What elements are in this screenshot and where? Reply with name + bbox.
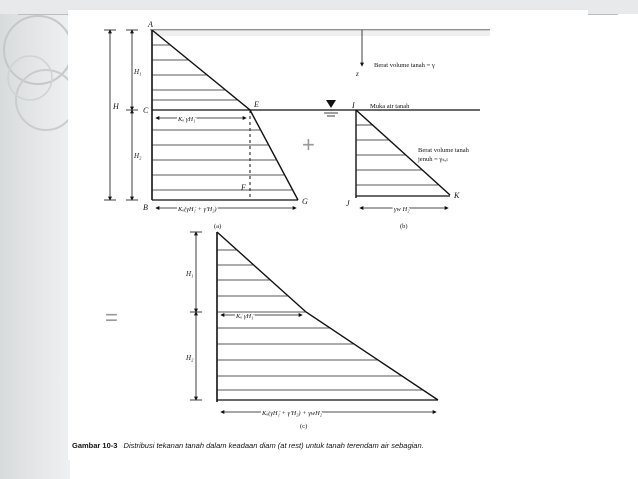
note-saturated-line1: Berat volume tanah <box>418 147 470 154</box>
slide-circle-decoration <box>3 15 70 131</box>
point-label-F: F <box>240 183 246 192</box>
dim-label-H: H <box>112 102 120 111</box>
subfig-label-a: (a) <box>214 223 221 230</box>
point-label-A: A <box>147 20 153 29</box>
point-label-G: G <box>302 197 308 206</box>
figure-caption: Gambar 10-3 Distribusi tekanan tanah dal… <box>72 441 424 450</box>
operator-equals: = <box>105 305 118 330</box>
pressure-label-a-base: Kₒ(γH₁ + γ'H₂) <box>177 206 217 213</box>
figure-a: A C B E F G H H₁ H₂ z Kₒ γH₁ Kₒ(γH₁ + γ'… <box>104 20 490 230</box>
slide-background-left <box>0 0 70 479</box>
point-label-J: J <box>346 199 350 208</box>
pressure-label-a-mid: Kₒ γH₁ <box>177 116 195 123</box>
note-water-table: Muka air tanah <box>370 103 410 110</box>
point-label-I: I <box>351 101 355 110</box>
point-label-E: E <box>253 100 259 109</box>
dim-label-z: z <box>355 70 359 78</box>
note-unit-weight-dry: Berat volume tanah = γ <box>374 62 435 69</box>
earth-pressure-figure: A C B E F G H H₁ H₂ z Kₒ γH₁ Kₒ(γH₁ + γ'… <box>72 20 490 450</box>
dim-label-H1: H₁ <box>133 68 142 76</box>
operator-plus: + <box>302 132 315 157</box>
figure-b: I J K γw H₂ (b) Berat volume tanah jenuh… <box>346 101 470 230</box>
pressure-label-c-mid: Kₒ γH₁ <box>235 313 253 320</box>
pressure-label-b-base: γw H₂ <box>394 206 410 213</box>
point-label-C: C <box>143 106 149 115</box>
figure-panel: A C B E F G H H₁ H₂ z Kₒ γH₁ Kₒ(γH₁ + γ'… <box>68 10 588 460</box>
subfig-label-c: (c) <box>300 423 307 430</box>
point-label-K: K <box>453 191 460 200</box>
figure-c: H₁ H₂ Kₒ γH₁ Kₒ(γH₁ + γ'H₂) + γwH₂ (c) <box>185 231 439 430</box>
dim-label-H2-c: H₂ <box>185 354 194 362</box>
caption-text: Distribusi tekanan tanah dalam keadaan d… <box>124 441 424 450</box>
dim-label-H1-c: H₁ <box>185 270 194 278</box>
pressure-label-c-base: Kₒ(γH₁ + γ'H₂) + γwH₂ <box>261 410 323 417</box>
point-label-B: B <box>143 203 148 212</box>
caption-number: Gambar 10-3 <box>72 441 117 450</box>
note-saturated-line2: jenuh = γₛₐₜ <box>417 156 448 163</box>
subfig-label-b: (b) <box>400 223 408 230</box>
dim-label-H2: H₂ <box>133 152 142 160</box>
